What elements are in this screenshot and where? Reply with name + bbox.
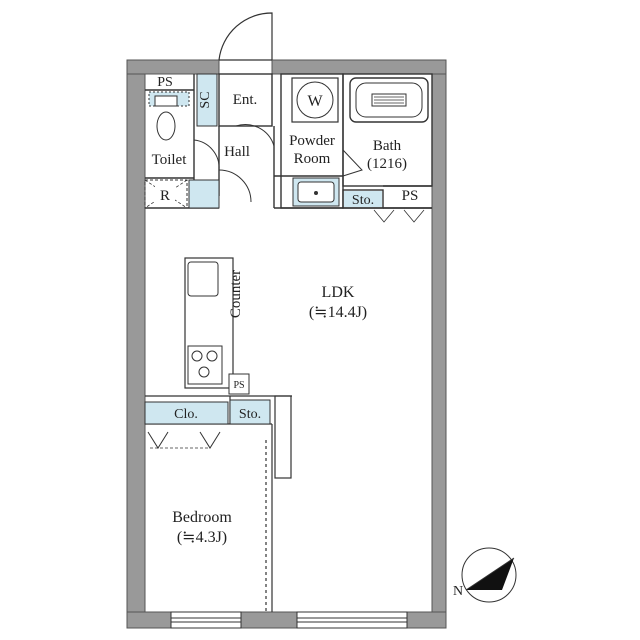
powder-room-label-2: Room bbox=[294, 151, 331, 167]
stove-burners-icon bbox=[187, 345, 223, 385]
bath-label-1: Bath bbox=[373, 138, 402, 154]
shoe-cabinet bbox=[196, 73, 218, 127]
closet-label: Clo. bbox=[174, 407, 198, 422]
storage-upper-doors bbox=[373, 209, 425, 223]
hall-label: Hall bbox=[224, 144, 250, 160]
shelf-storage bbox=[188, 179, 220, 209]
refrigerator-label: R bbox=[160, 188, 170, 204]
hall-doors bbox=[193, 124, 275, 203]
powder-door bbox=[342, 149, 363, 177]
sc-label: SC bbox=[198, 91, 213, 108]
ps-right-label: PS bbox=[402, 188, 419, 204]
bedroom-partition bbox=[145, 395, 292, 612]
sink-icon bbox=[187, 261, 219, 297]
bath-label-2: (1216) bbox=[367, 156, 407, 172]
washer-label: W bbox=[307, 93, 323, 110]
bottom-windows bbox=[170, 611, 408, 629]
entrance-label: Ent. bbox=[233, 92, 258, 108]
storage-lower bbox=[229, 399, 271, 425]
toilet-icon bbox=[148, 91, 190, 141]
north-arrow-icon bbox=[461, 547, 517, 603]
washing-machine-icon bbox=[291, 77, 339, 123]
ps-top-label: PS bbox=[157, 75, 173, 90]
bedroom-label-2: (≒4.3J) bbox=[177, 529, 227, 546]
storage-upper-fill bbox=[344, 191, 382, 207]
powder-room-label-1: Powder bbox=[289, 133, 335, 149]
closet bbox=[144, 401, 229, 449]
counter-label: Counter bbox=[228, 270, 244, 318]
refrigerator-space bbox=[144, 179, 188, 209]
bathtub-icon bbox=[349, 77, 429, 123]
storage-upper-label: Sto. bbox=[352, 193, 374, 208]
north-label: N bbox=[453, 584, 463, 599]
entrance-door bbox=[218, 12, 273, 61]
kitchen-counter bbox=[184, 257, 250, 395]
ldk-label-1: LDK bbox=[322, 284, 355, 301]
bedroom-label-1: Bedroom bbox=[172, 509, 232, 526]
storage-lower-label: Sto. bbox=[239, 407, 261, 422]
kitchen-ps-label: PS bbox=[233, 380, 244, 391]
ldk-label-2: (≒14.4J) bbox=[309, 304, 367, 321]
toilet-label: Toilet bbox=[152, 152, 188, 168]
kitchen-ps-box bbox=[228, 373, 250, 395]
washbasin-icon bbox=[292, 177, 340, 207]
